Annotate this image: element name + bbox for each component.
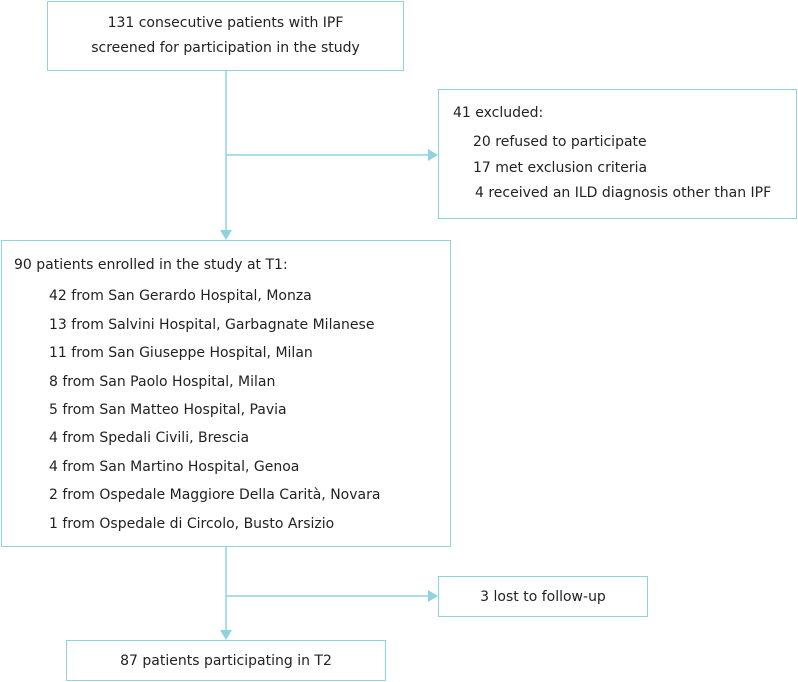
excluded-item: 4 received an ILD diagnosis other than I… [475,185,772,201]
enrolled-item: 5 from San Matteo Hospital, Pavia [49,402,287,418]
lost-label: 3 lost to follow-up [480,589,606,605]
enrolled-item: 4 from San Martino Hospital, Genoa [49,459,300,475]
arrowhead-enrolled [220,230,232,240]
enrolled-item: 8 from San Paolo Hospital, Milan [49,374,276,390]
screened-line-1: 131 consecutive patients with IPF [107,15,344,31]
excluded-item: 17 met exclusion criteria [473,160,648,176]
screened-box: 131 consecutive patients with IPF screen… [47,1,404,71]
excluded-title: 41 excluded: [453,105,544,121]
enrolled-box: 90 patients enrolled in the study at T1:… [1,240,451,547]
enrolled-item: 11 from San Giuseppe Hospital, Milan [49,345,313,361]
arrowhead-lost [428,590,438,602]
lost-box: 3 lost to follow-up [438,576,648,617]
participating-label: 87 patients participating in T2 [120,653,332,669]
arrowhead-participating [220,630,232,640]
arrowhead-excluded [428,149,438,161]
enrolled-item: 4 from Spedali Civili, Brescia [49,430,250,446]
enrolled-title: 90 patients enrolled in the study at T1: [14,257,288,273]
enrolled-item: 1 from Ospedale di Circolo, Busto Arsizi… [49,516,335,532]
excluded-item: 20 refused to participate [473,134,647,150]
enrolled-item: 2 from Ospedale Maggiore Della Carità, N… [49,487,381,503]
screened-line-2: screened for participation in the study [91,40,360,56]
excluded-box: 41 excluded: 20 refused to participate 1… [438,89,797,219]
enrolled-item: 13 from Salvini Hospital, Garbagnate Mil… [49,317,375,333]
participating-box: 87 patients participating in T2 [66,640,386,681]
enrolled-item: 42 from San Gerardo Hospital, Monza [49,288,312,304]
